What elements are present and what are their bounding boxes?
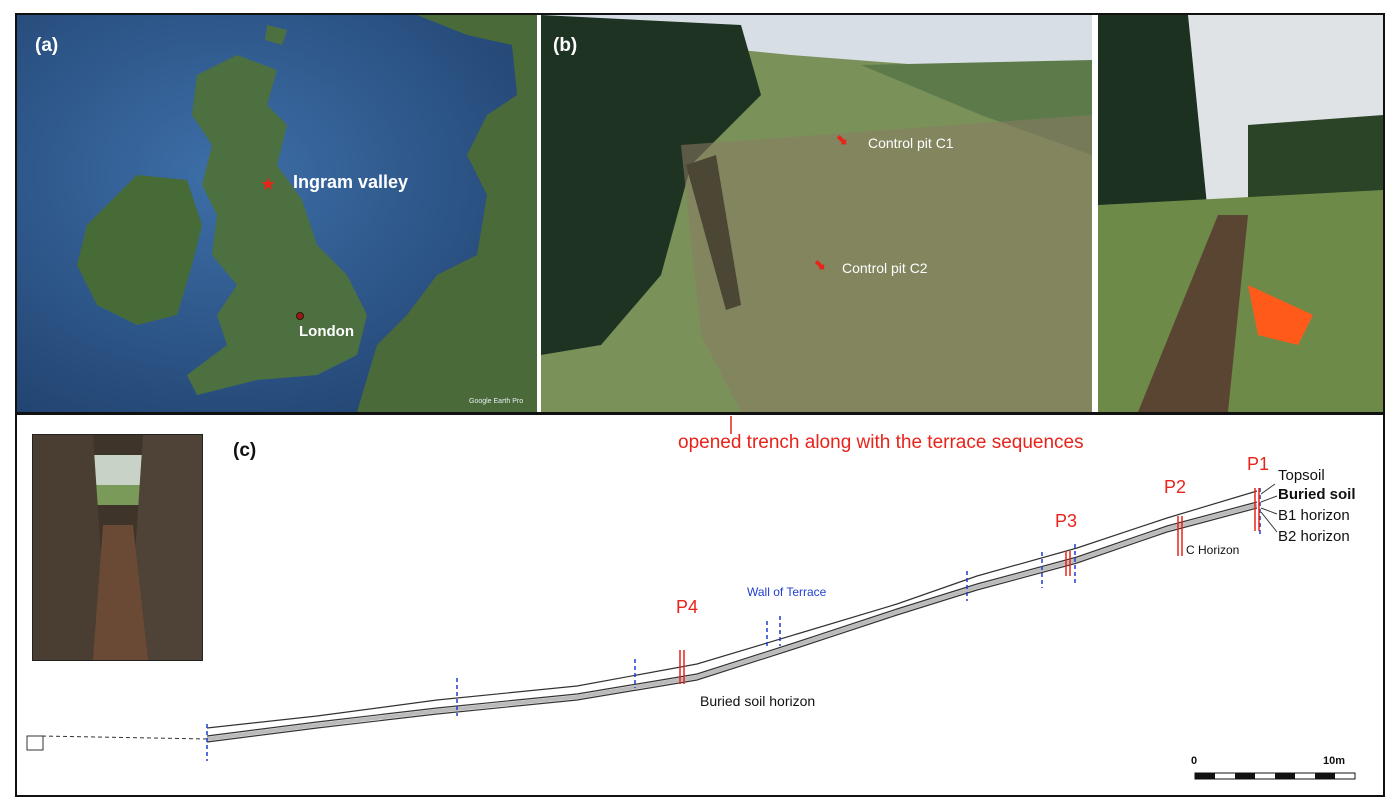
trench-inset-image: [33, 435, 202, 660]
profile-p2-label: P2: [1164, 477, 1187, 497]
scale-bar: [1194, 772, 1356, 780]
scale-start-label: 0: [1191, 755, 1198, 767]
trench-photo-image: [1098, 15, 1383, 412]
ingram-valley-label: Ingram valley: [293, 172, 409, 192]
figure-frame: [15, 13, 1385, 797]
panel-b-aerial-photo: (b) ⬊ Control pit C1 ⬊ Control pit C2: [541, 15, 1092, 412]
c-horizon-label: C Horizon: [1186, 543, 1240, 557]
legend-b1-horizon: B1 horizon: [1278, 507, 1350, 524]
pit-c2-marker-icon: ⬊: [813, 256, 826, 273]
profile-p4-label: P4: [676, 597, 699, 617]
ingram-marker-icon: ★: [260, 174, 277, 194]
legend-b2-horizon: B2 horizon: [1278, 528, 1350, 545]
london-label: London: [299, 323, 354, 340]
panel-divider: [15, 412, 1385, 415]
scale-end-label: 10m: [1323, 755, 1346, 767]
legend-topsoil: Topsoil: [1278, 467, 1325, 484]
pit-c1-marker-icon: ⬊: [835, 131, 848, 148]
london-marker-icon: [296, 312, 304, 320]
panel-a-map: (a) ★ Ingram valley London Google Earth …: [17, 15, 537, 412]
wall-of-terrace-label: Wall of Terrace: [747, 585, 827, 599]
legend-buried-soil: Buried soil: [1278, 486, 1356, 503]
panel-c-profile: [17, 416, 1383, 794]
panel-c-label: (c): [233, 440, 257, 461]
map-credit: Google Earth Pro: [469, 398, 524, 405]
panel-b-label: (b): [553, 35, 578, 56]
control-pit-c1-label: Control pit C1: [868, 135, 954, 151]
profile-p1-label: P1: [1247, 454, 1270, 474]
control-pit-c2-label: Control pit C2: [842, 260, 928, 276]
buried-soil-horizon-label: Buried soil horizon: [700, 693, 816, 709]
aerial-photo: [541, 15, 1092, 412]
trench-photo: [1098, 15, 1383, 412]
satellite-map: [17, 15, 537, 412]
panel-a-label: (a): [35, 35, 59, 56]
terrace-profile-diagram: [26, 416, 1356, 780]
trench-note: opened trench along with the terrace seq…: [678, 432, 1084, 453]
trench-inset-photo: [32, 434, 203, 661]
profile-p3-label: P3: [1055, 511, 1078, 531]
